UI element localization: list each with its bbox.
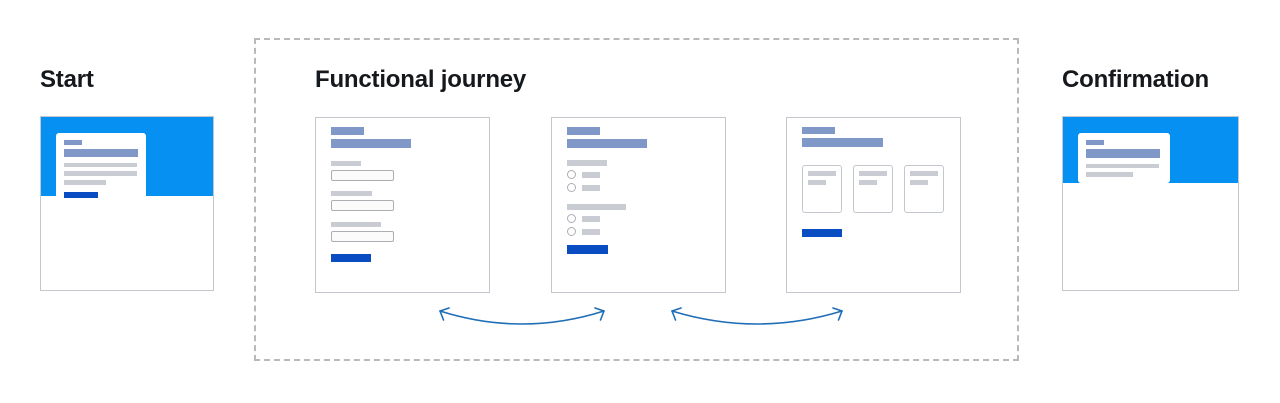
heading-placeholder: [802, 138, 883, 147]
heading-placeholder: [64, 149, 138, 157]
option-label-placeholder: [582, 215, 600, 222]
text-line-placeholder: [64, 171, 137, 176]
radio-option-row: [567, 170, 725, 179]
confirmation-screen-thumbnail: [1062, 116, 1239, 291]
option-label-placeholder: [582, 184, 600, 191]
input-placeholder: [331, 231, 394, 242]
start-screen-thumbnail: [40, 116, 214, 291]
input-placeholder: [331, 170, 394, 181]
title-placeholder: [331, 127, 364, 135]
group-label-placeholder: [567, 204, 626, 210]
radio-icon: [567, 214, 576, 223]
text-line-placeholder: [808, 180, 826, 185]
tile-placeholder: [802, 165, 842, 213]
hero-card: [1078, 133, 1170, 183]
heading-placeholder: [1086, 149, 1160, 158]
title-placeholder: [567, 127, 600, 135]
heading-placeholder: [331, 139, 411, 148]
button-placeholder: [64, 192, 98, 198]
title-placeholder: [802, 127, 835, 134]
field-label-placeholder: [331, 222, 381, 227]
functional-journey-heading: Functional journey: [315, 66, 527, 93]
bidirectional-arrow-icon: [439, 307, 605, 325]
heading-placeholder: [567, 139, 647, 148]
text-line-placeholder: [1086, 172, 1133, 177]
title-placeholder: [1086, 140, 1104, 145]
text-line-placeholder: [910, 180, 928, 185]
text-line-placeholder: [64, 163, 137, 167]
radio-icon: [567, 227, 576, 236]
tile-placeholder: [904, 165, 944, 213]
text-line-placeholder: [64, 180, 106, 185]
text-line-placeholder: [910, 171, 938, 176]
text-line-placeholder: [1086, 164, 1159, 168]
radio-icon: [567, 170, 576, 179]
tile-placeholder: [853, 165, 893, 213]
confirmation-heading: Confirmation: [1062, 66, 1209, 93]
text-line-placeholder: [859, 171, 887, 176]
options-screen-thumbnail: [551, 117, 726, 293]
radio-option-row: [567, 214, 725, 223]
form-screen-thumbnail: [315, 117, 490, 293]
tile-row: [802, 165, 960, 213]
radio-icon: [567, 183, 576, 192]
start-heading: Start: [40, 66, 94, 93]
input-placeholder: [331, 200, 394, 211]
radio-option-row: [567, 183, 725, 192]
title-placeholder: [64, 140, 82, 145]
button-placeholder: [331, 254, 371, 262]
field-label-placeholder: [331, 191, 372, 196]
option-label-placeholder: [582, 171, 600, 178]
group-label-placeholder: [567, 160, 607, 166]
cards-screen-thumbnail: [786, 117, 961, 293]
hero-card: [56, 133, 146, 201]
field-label-placeholder: [331, 161, 361, 166]
functional-journey-container: [254, 38, 1019, 361]
bidirectional-arrow-icon: [671, 307, 843, 325]
radio-option-row: [567, 227, 725, 236]
button-placeholder: [802, 229, 842, 237]
option-label-placeholder: [582, 228, 600, 235]
text-line-placeholder: [859, 180, 877, 185]
text-line-placeholder: [808, 171, 836, 176]
button-placeholder: [567, 245, 608, 254]
